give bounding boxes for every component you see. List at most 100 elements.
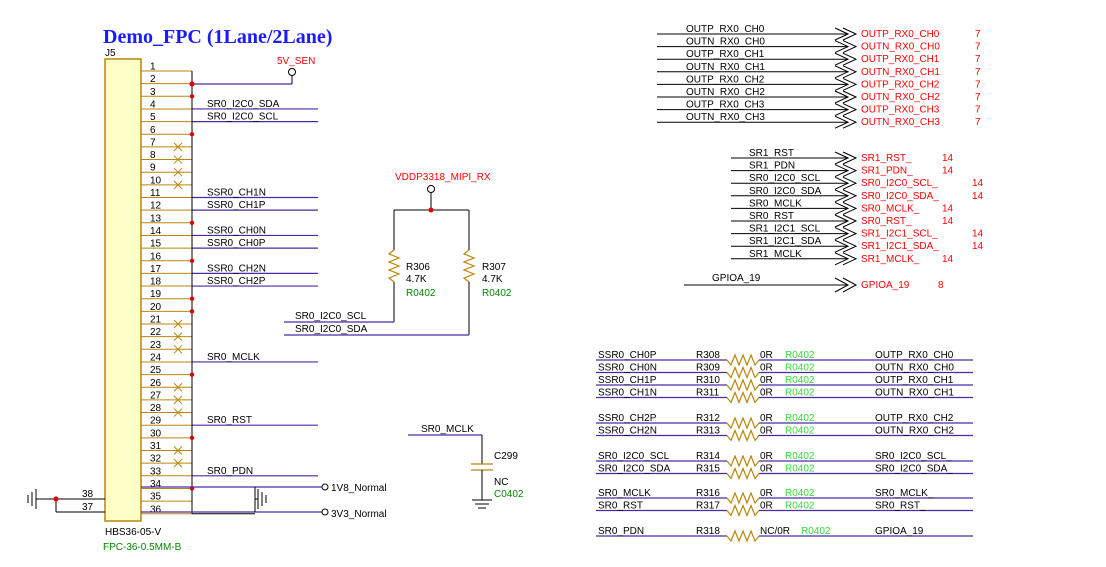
pin-number: 2	[150, 74, 156, 85]
zr-right-net: SR0_I2C0_SDA_	[875, 464, 953, 475]
port-net-label: SR1_MCLK_	[749, 249, 808, 260]
power-port-icon	[321, 508, 329, 516]
r306-package: R0402	[406, 288, 436, 299]
zr-ref: R318	[696, 526, 720, 537]
no-connect-icon	[173, 458, 183, 468]
gpio-in-label: GPIOA_19	[712, 273, 761, 284]
off-sheet-port-icon	[834, 252, 858, 266]
pin-number: 35	[150, 492, 162, 503]
pin-net-label: SR0_PDN	[207, 466, 253, 477]
zr-left-net: SSR0_CH0P	[598, 350, 657, 361]
port-name: SR0_I2C0_SDA_	[861, 191, 939, 202]
port-page: 14	[972, 191, 984, 202]
port-net-label: OUTP_RX0_CH2	[686, 74, 765, 85]
zr-value: 0R	[760, 464, 773, 475]
junction-dot	[189, 132, 195, 137]
pin-number: 13	[150, 213, 162, 224]
zr-package: R0402	[785, 350, 815, 361]
r306-ref: R306	[406, 262, 430, 273]
pin-net-label: SR0_I2C0_SDA	[207, 99, 280, 110]
zr-package: R0402	[785, 413, 815, 424]
resistor-symbol	[726, 390, 760, 405]
power-port-icon	[288, 68, 296, 76]
junction-dot	[428, 207, 434, 213]
port-page: 7	[975, 105, 981, 116]
port-name: SR0_MCLK_	[861, 203, 920, 214]
sheet-title: Demo_FPC (1Lane/2Lane)	[103, 26, 332, 48]
port-name: OUTP_RX0_CH1	[861, 54, 940, 65]
port-net-label: SR0_RST	[749, 211, 794, 222]
pin-number: 12	[150, 201, 162, 212]
port-name: SR1_I2C1_SCL_	[861, 229, 938, 240]
no-connect-icon	[173, 180, 183, 190]
connector-ref: J5	[105, 48, 116, 59]
resistor-symbol	[726, 503, 760, 518]
cap-ref: C299	[494, 451, 518, 462]
zr-left-net: SSR0_CH2P	[598, 413, 657, 424]
port-net-label: SR1_PDN_	[749, 161, 801, 172]
off-sheet-port-icon	[834, 189, 858, 203]
port-net-label: SR0_MCLK	[749, 198, 802, 209]
zr-right-net: OUTN_RX0_CH1	[875, 388, 954, 399]
pin-number: 25	[150, 365, 162, 376]
port-row: SR1_RST_SR1_RST_14	[731, 148, 954, 165]
resistor-symbol	[726, 416, 760, 430]
pin-number: 17	[150, 264, 162, 275]
pin-number: 9	[150, 163, 156, 174]
r307-package: R0402	[482, 288, 512, 299]
port-page: 14	[942, 203, 954, 214]
pin-net-label: SSR0_CH1P	[207, 200, 266, 211]
off-sheet-port-icon	[834, 65, 858, 79]
port-page: 14	[972, 241, 984, 252]
zr-right-net: SR0_RST_	[875, 501, 926, 512]
zr-right-net: OUTP_RX0_CH0	[875, 350, 954, 361]
zr-package: R0402	[785, 426, 815, 437]
resistor-symbol	[726, 353, 760, 367]
zr-ref: R317	[696, 501, 720, 512]
power-1v8-label: 1V8_Normal	[331, 483, 387, 494]
port-name: SR1_PDN_	[861, 166, 913, 177]
off-sheet-port-icon	[834, 201, 858, 215]
port-name: OUTN_RX0_CH2	[861, 92, 940, 103]
pin-net-label: SSR0_CH0N	[207, 225, 266, 236]
no-connect-icon	[173, 332, 183, 342]
zr-right-net: OUTN_RX0_CH2	[875, 426, 954, 437]
zr-right-net: GPIOA_19	[875, 526, 924, 537]
port-net-label: OUTP_RX0_CH0	[686, 24, 765, 35]
zr-value: 0R	[760, 413, 773, 424]
zr-ref: R316	[696, 488, 720, 499]
pin-number: 4	[150, 99, 156, 110]
port-page: 7	[975, 92, 981, 103]
port-page: 7	[975, 67, 981, 78]
pin-number: 26	[150, 378, 162, 389]
zr-right-net: OUTN_RX0_CH0	[875, 363, 954, 374]
pin-number: 15	[150, 239, 162, 250]
zr-ref: R314	[696, 451, 720, 462]
port-name: OUTP_RX0_CH2	[861, 79, 940, 90]
pin-number: 34	[150, 479, 162, 490]
power-rails-bottom: 1V8_Normal 3V3_Normal	[141, 483, 387, 520]
zr-value: 0R	[760, 388, 773, 399]
zr-ref: R313	[696, 426, 720, 437]
pin-number: 18	[150, 277, 162, 288]
zr-left-net: SSR0_CH1N	[598, 388, 657, 399]
zr-package: R0402	[785, 388, 815, 399]
zr-left-net: SSR0_CH2N	[598, 426, 657, 437]
resistor-symbol	[726, 466, 760, 481]
zr-ref: R309	[696, 363, 720, 374]
off-sheet-port-icon	[834, 52, 858, 66]
